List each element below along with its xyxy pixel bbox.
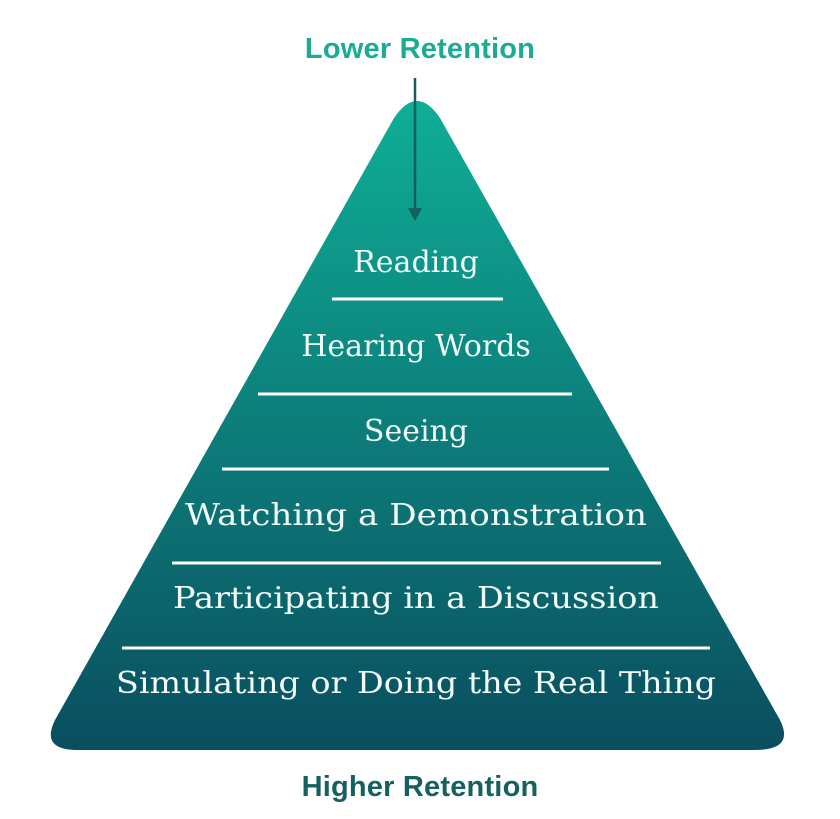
lower-retention-label: Lower Retention <box>304 33 536 65</box>
higher-retention-label: Higher Retention <box>301 771 539 803</box>
tier-seeing: Seeing <box>364 414 468 449</box>
tier-participating-discussion: Participating in a Discussion <box>173 581 659 616</box>
pyramid-shape <box>50 101 785 750</box>
tier-hearing-words: Hearing Words <box>301 329 531 364</box>
tier-watching-demonstration: Watching a Demonstration <box>185 498 647 533</box>
tier-reading: Reading <box>353 245 479 280</box>
tier-simulating-real-thing: Simulating or Doing the Real Thing <box>116 666 716 701</box>
arrow-down-icon <box>408 78 422 221</box>
tier-dividers <box>122 297 710 650</box>
